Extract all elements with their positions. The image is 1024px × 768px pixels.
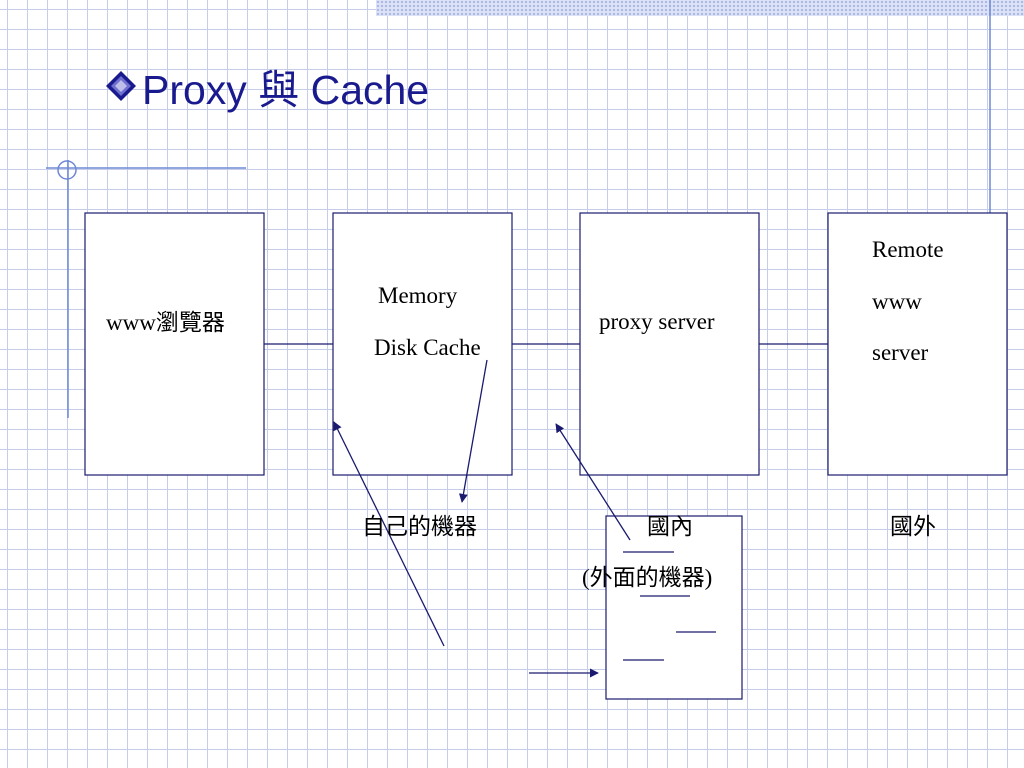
arrow-to-cache-box xyxy=(333,421,445,647)
cache-label-memory: Memory xyxy=(378,283,458,308)
caption-outside-machine: (外面的機器) xyxy=(582,565,713,590)
remote-label-line1: Remote xyxy=(872,237,944,262)
remote-label-line3: server xyxy=(872,340,929,365)
cache-label-disk: Disk Cache xyxy=(374,335,481,360)
arrow-to-own-machine xyxy=(458,359,488,503)
slide-title-text: Proxy 與 Cache xyxy=(142,67,430,113)
remote-server-box xyxy=(827,212,1008,476)
proxy-server-label: proxy server xyxy=(599,309,715,334)
slide-title: Proxy 與 Cache xyxy=(104,60,429,113)
cache-box xyxy=(332,212,513,476)
caption-domestic: 國內 xyxy=(647,514,693,539)
domestic-caption-box xyxy=(605,515,743,700)
caption-foreign: 國外 xyxy=(890,514,936,539)
decorative-top-band xyxy=(376,0,1024,16)
caption-own-machine: 自己的機器 xyxy=(362,514,477,539)
browser-label: www瀏覽器 xyxy=(106,310,225,335)
remote-label-line2: www xyxy=(872,289,922,314)
arrow-to-proxy-box xyxy=(555,423,631,541)
proxy-server-box xyxy=(579,212,760,476)
caption-box-strokes xyxy=(623,551,716,661)
diamond-bullet-icon xyxy=(106,71,136,101)
browser-box xyxy=(84,212,265,476)
